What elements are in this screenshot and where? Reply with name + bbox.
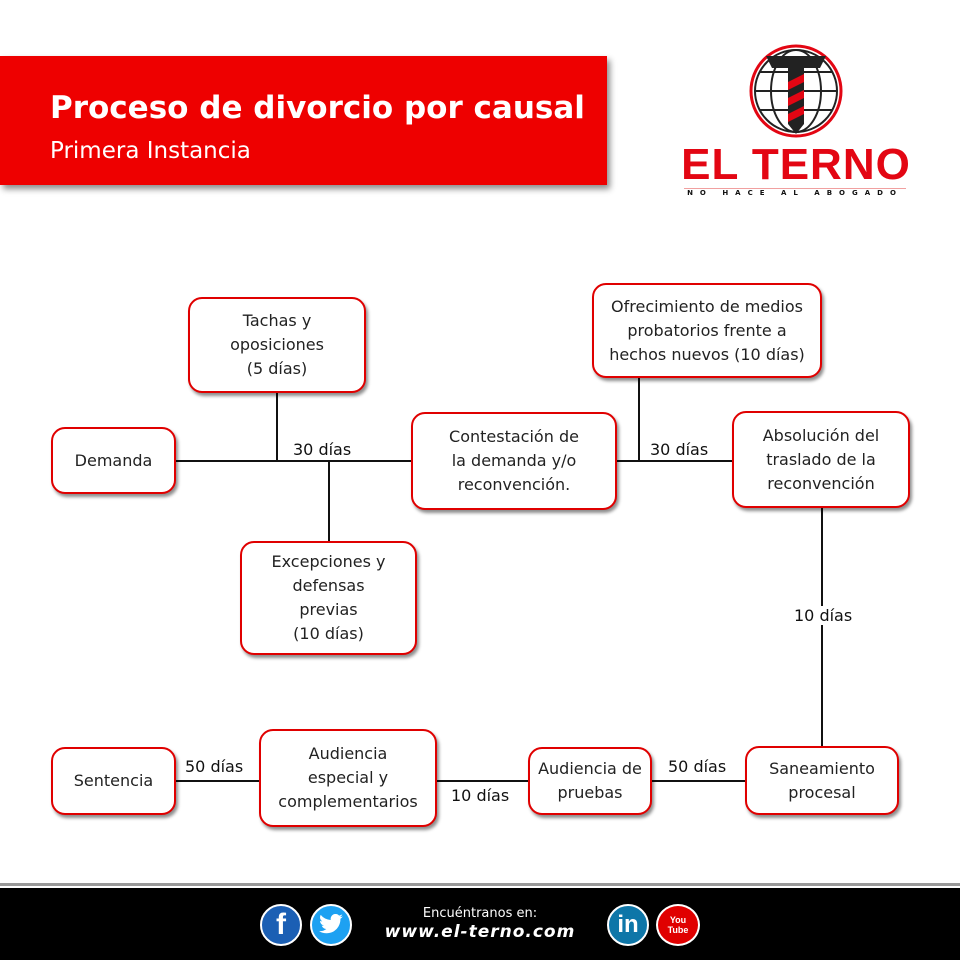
edge-label: 30 días	[648, 440, 711, 459]
node-demanda: Demanda	[51, 427, 176, 494]
facebook-icon[interactable]: f	[260, 904, 302, 946]
connector	[176, 780, 259, 782]
youtube-icon[interactable]: You Tube	[656, 904, 700, 946]
connector	[328, 461, 330, 541]
edge-label: 50 días	[183, 757, 246, 776]
edge-label: 10 días	[792, 606, 855, 625]
linkedin-icon[interactable]: in	[607, 904, 649, 946]
connector	[821, 508, 823, 746]
edge-label: 10 días	[449, 786, 512, 805]
edge-label: 30 días	[291, 440, 354, 459]
connector	[617, 460, 732, 462]
page-title: Proceso de divorcio por causal	[50, 90, 585, 126]
bird-icon	[319, 914, 343, 934]
connector	[176, 460, 411, 462]
logo-brand: EL TERNO	[681, 140, 911, 189]
node-saneamiento: Saneamiento procesal	[745, 746, 899, 815]
page-subtitle: Primera Instancia	[50, 138, 251, 164]
title-banner: Proceso de divorcio por causal Primera I…	[0, 56, 607, 185]
website-link[interactable]: www.el-terno.com	[384, 922, 576, 942]
el-terno-logo-icon	[749, 44, 843, 138]
facebook-glyph: f	[276, 908, 286, 941]
node-absolucion: Absolución del traslado de la reconvenci…	[732, 411, 910, 508]
node-audiencia-pruebas: Audiencia de pruebas	[528, 747, 652, 815]
twitter-icon[interactable]	[310, 904, 352, 946]
node-tachas: Tachas y oposiciones (5 días)	[188, 297, 366, 393]
edge-label: 50 días	[666, 757, 729, 776]
footer-divider	[0, 883, 960, 886]
node-ofrecimiento: Ofrecimiento de medios probatorios frent…	[592, 283, 822, 378]
node-audiencia-especial: Audiencia especial y complementarios	[259, 729, 437, 827]
youtube-glyph: You Tube	[667, 915, 689, 935]
find-us-label: Encuéntranos en:	[422, 906, 538, 921]
node-sentencia: Sentencia	[51, 747, 176, 815]
connector	[638, 378, 640, 461]
connector	[276, 393, 278, 461]
logo-tagline: NO HACE AL ABOGADO	[684, 188, 906, 197]
node-excepciones: Excepciones y defensas previas (10 días)	[240, 541, 417, 655]
connector	[652, 780, 745, 782]
node-contestacion: Contestación de la demanda y/o reconvenc…	[411, 412, 617, 510]
linkedin-glyph: in	[617, 911, 639, 938]
connector	[437, 780, 528, 782]
footer	[0, 888, 960, 960]
